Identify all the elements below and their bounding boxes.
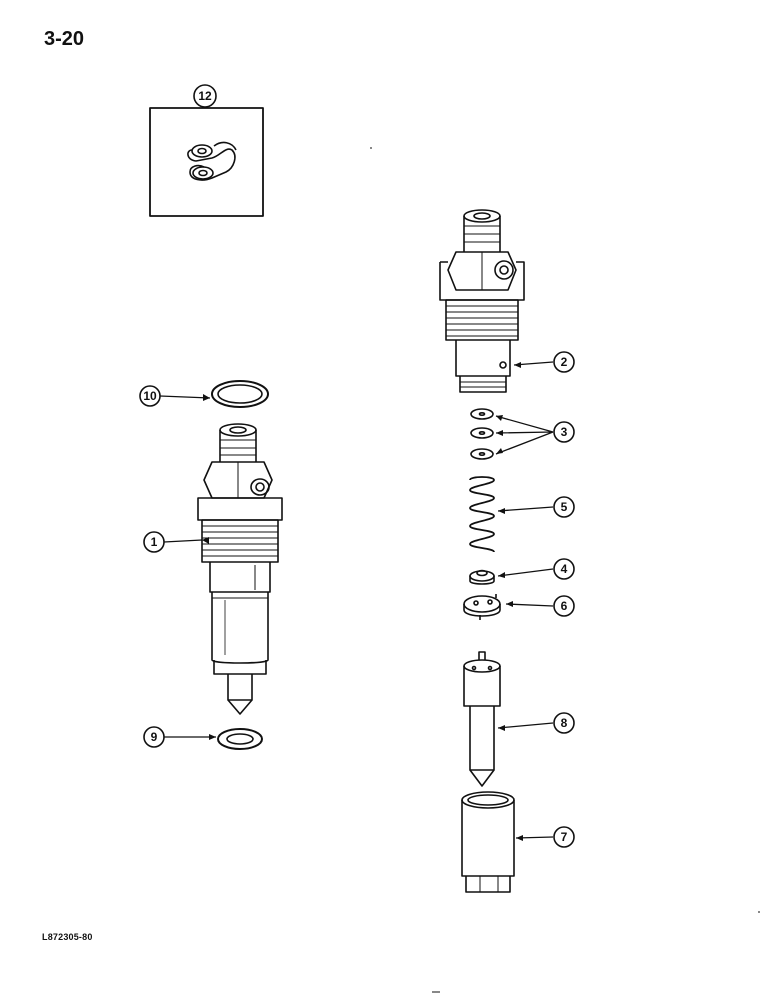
washer-10 xyxy=(211,380,269,408)
callout-9-label: 9 xyxy=(151,730,158,744)
spring xyxy=(469,476,495,553)
callout-10: 10 xyxy=(139,385,161,407)
callout-1-label: 1 xyxy=(151,535,158,549)
callout-1: 1 xyxy=(143,531,165,553)
callout-2-label: 2 xyxy=(561,355,568,369)
injector-assembly xyxy=(197,423,283,715)
clamp-inset xyxy=(149,107,264,217)
shims xyxy=(470,408,494,460)
spring-seat xyxy=(469,569,495,585)
callout-9: 9 xyxy=(143,726,165,748)
callout-8: 8 xyxy=(553,712,575,734)
leader-lines xyxy=(159,361,554,839)
intermediate-plate xyxy=(463,594,501,620)
callout-8-label: 8 xyxy=(561,716,568,730)
callout-5: 5 xyxy=(553,496,575,518)
callout-5-label: 5 xyxy=(561,500,568,514)
nozzle-nut xyxy=(461,791,515,893)
callout-4-label: 4 xyxy=(561,562,568,576)
callout-10-label: 10 xyxy=(143,389,157,403)
callout-6-label: 6 xyxy=(561,599,568,613)
callout-3: 3 xyxy=(553,421,575,443)
injector-body xyxy=(439,209,525,393)
page-number: 3-20 xyxy=(44,28,85,50)
callout-12: 12 xyxy=(193,84,217,108)
leader-arrowheads xyxy=(202,362,523,841)
callout-4: 4 xyxy=(553,558,575,580)
figure-code: L872305-80 xyxy=(42,932,93,942)
callout-3-label: 3 xyxy=(561,425,568,439)
callout-2: 2 xyxy=(553,351,575,373)
washer-9 xyxy=(217,728,263,750)
callout-12-label: 12 xyxy=(198,89,212,103)
callout-6: 6 xyxy=(553,595,575,617)
callout-7-label: 7 xyxy=(561,830,568,844)
callout-7: 7 xyxy=(553,826,575,848)
nozzle xyxy=(463,651,501,787)
stray-marks xyxy=(370,147,760,993)
